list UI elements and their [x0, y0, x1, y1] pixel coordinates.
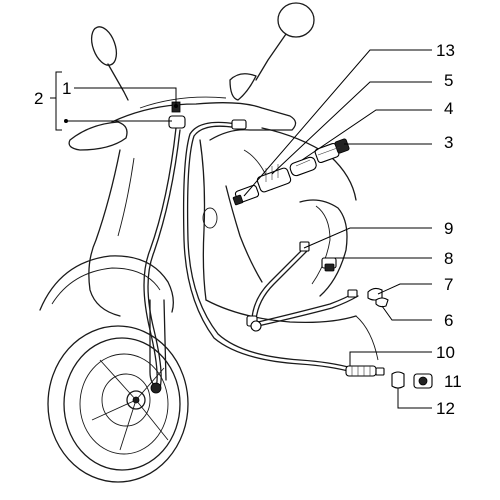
- cable-7-outer: [257, 295, 359, 327]
- bracket: [55, 71, 62, 131]
- right-mirror-stem: [255, 33, 287, 81]
- callout-11: 11: [444, 372, 462, 391]
- cable-7-fitting: [347, 289, 358, 298]
- callout-10: 10: [436, 343, 455, 362]
- leader-7: [377, 283, 432, 295]
- leader-10: [349, 351, 432, 366]
- part-12-sleeve: [391, 371, 405, 389]
- callout-bracket-2: [50, 71, 62, 131]
- rear-cable: [182, 119, 385, 377]
- scooter-outline: [39, 2, 379, 483]
- side-panel-inner: [311, 205, 331, 285]
- callout-3: 3: [444, 133, 453, 152]
- part-11-nut: [413, 373, 433, 389]
- short-cable-top-fitting: [299, 241, 310, 252]
- short-cable-outer: [255, 249, 309, 321]
- shield-crease: [117, 157, 135, 237]
- leader-13: [243, 49, 432, 197]
- cable-7-body: [257, 291, 357, 323]
- left-mirror-stem: [107, 63, 129, 101]
- part-7-cable: [250, 289, 359, 332]
- leader-4: [301, 109, 432, 161]
- fork-leg-rear: [163, 299, 167, 381]
- short-cable-body: [251, 247, 305, 319]
- cable-7-end: [250, 320, 262, 332]
- part-3-cable-end: [314, 138, 350, 164]
- cable-lower-fitting: [150, 382, 162, 394]
- long-cable-routing: [182, 121, 353, 373]
- front-rim: [79, 353, 169, 455]
- long-cable-top-fitting: [231, 119, 247, 130]
- right-mirror: [277, 2, 315, 38]
- part-6-clamp: [367, 287, 389, 308]
- left-grip: [68, 121, 128, 151]
- long-cable-routing-outer: [186, 125, 353, 369]
- leader-12: [397, 388, 432, 409]
- callout-numbers: 1 2 3 4 5 6 7 8 9 10 11 12 13: [34, 41, 462, 418]
- leader-1: [74, 87, 177, 106]
- leader-5: [271, 81, 432, 175]
- part-4-sleeve: [289, 156, 317, 177]
- handlebar: [111, 102, 297, 141]
- part-8-nut: [321, 257, 337, 272]
- headset-top: [139, 96, 227, 109]
- wheel-spokes: [91, 359, 169, 451]
- legshield-rear: [225, 185, 263, 283]
- cable-routing-front: [143, 127, 177, 389]
- rear-body: [355, 315, 379, 361]
- part-9-short-cable: [246, 241, 310, 327]
- callout-7: 7: [444, 275, 453, 294]
- front-mudguard-inner: [51, 267, 161, 305]
- shield-badge: [202, 207, 218, 229]
- front-tyre-outer: [47, 325, 189, 483]
- leader-6: [381, 305, 432, 321]
- side-panel: [299, 199, 348, 297]
- callout-5: 5: [444, 71, 453, 90]
- part-13-drive-end: [232, 184, 260, 206]
- left-mirror: [90, 26, 118, 66]
- front-tyre-inner: [63, 337, 181, 471]
- leader-lines: [64, 49, 432, 409]
- leader-1-dot: [174, 104, 178, 108]
- callout-12: 12: [436, 399, 455, 418]
- callout-1: 1: [62, 79, 71, 98]
- front-mudguard: [39, 255, 174, 313]
- windscreen-tip: [229, 73, 257, 101]
- leader-9: [303, 227, 432, 249]
- cable-end-adjuster: [345, 365, 385, 377]
- front-shield-right: [199, 139, 207, 301]
- brake-disc: [101, 373, 151, 427]
- cable-routing-front-outer: [147, 129, 181, 389]
- floorboard: [205, 299, 357, 324]
- front-shield-left: [88, 149, 121, 317]
- callout-6: 6: [444, 311, 453, 330]
- part-5-housing: [256, 164, 292, 193]
- front-hub: [126, 390, 146, 410]
- callout-2: 2: [34, 89, 43, 108]
- callout-9: 9: [444, 219, 453, 238]
- callout-4: 4: [444, 99, 453, 118]
- callout-13: 13: [436, 41, 455, 60]
- callout-8: 8: [444, 249, 453, 268]
- cable-upper-fitting: [168, 115, 186, 129]
